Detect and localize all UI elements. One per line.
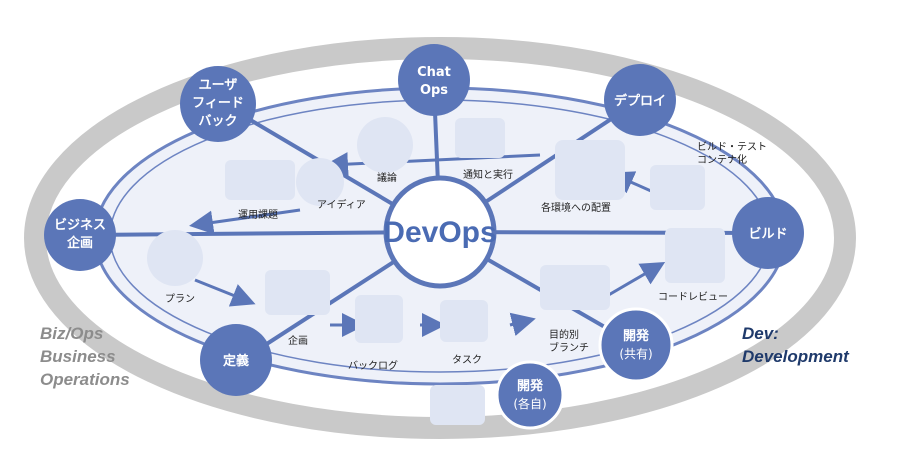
node-feedback-line1: ユーザ: [199, 78, 238, 93]
center-label: DevOps: [383, 216, 496, 249]
node-feedback-line2: フィード: [192, 96, 244, 111]
node-build-line1: ビルド: [748, 226, 787, 242]
node-deploy: デプロイ: [604, 64, 676, 136]
dev-caption: Dev: Development: [742, 324, 850, 366]
node-business-plan-line2: 企画: [66, 235, 93, 251]
dev-line2: Development: [742, 347, 850, 366]
label-build-test-2: コンテナ化: [697, 153, 747, 166]
label-code-review: コードレビュー: [658, 291, 728, 303]
label-idea: アイディア: [317, 198, 366, 211]
node-deploy-line1: デプロイ: [614, 93, 666, 109]
label-notify-execute: 通知と実行: [463, 168, 513, 181]
step-labels: 議論 通知と実行 運用課題 アイディア 各環境への配置 ビルド・テスト コンテナ…: [165, 141, 767, 372]
bizops-line3: Operations: [40, 370, 130, 389]
bizops-caption: Biz/Ops Business Operations: [40, 324, 130, 389]
node-dev-individual-line1: 開発: [517, 378, 544, 394]
node-dev-individual-line2: (各自): [513, 396, 546, 411]
node-build: ビルド: [732, 197, 804, 269]
node-dev-shared-line1: 開発: [623, 328, 650, 344]
node-dev-shared: 開発 (共有): [598, 307, 674, 383]
label-branch-1: 目的別: [549, 328, 579, 341]
node-definition-line1: 定義: [222, 353, 249, 369]
bizops-line1: Biz/Ops: [40, 324, 103, 343]
label-task: タスク: [452, 354, 482, 366]
label-plan: プラン: [165, 293, 195, 305]
dev-line1: Dev:: [742, 324, 779, 343]
label-deploy-env: 各環境への配置: [541, 201, 611, 214]
label-build-test-1: ビルド・テスト: [697, 141, 767, 153]
node-feedback-line3: バック: [198, 114, 237, 129]
node-dev-individual: 開発 (各自): [495, 360, 565, 430]
node-dev-shared-line2: (共有): [619, 347, 652, 361]
label-backlog: バックログ: [348, 359, 398, 372]
bizops-line2: Business: [40, 347, 116, 366]
node-chatops-line2: Ops: [420, 83, 448, 98]
center-hub: DevOps: [383, 175, 497, 289]
label-branch-2: ブランチ: [549, 341, 589, 354]
node-business-plan-line1: ビジネス: [54, 217, 106, 233]
label-discussion: 議論: [377, 171, 397, 184]
node-chatops-line1: Chat: [417, 65, 451, 80]
node-feedback: ユーザ フィード バック: [180, 66, 256, 142]
node-business-plan: ビジネス 企画: [44, 199, 116, 271]
node-chatops: Chat Ops: [398, 44, 470, 116]
label-planning: 企画: [288, 334, 308, 347]
node-definition: 定義: [200, 324, 272, 396]
label-ops-issues: 運用課題: [238, 208, 278, 221]
illustrations: [147, 117, 725, 425]
